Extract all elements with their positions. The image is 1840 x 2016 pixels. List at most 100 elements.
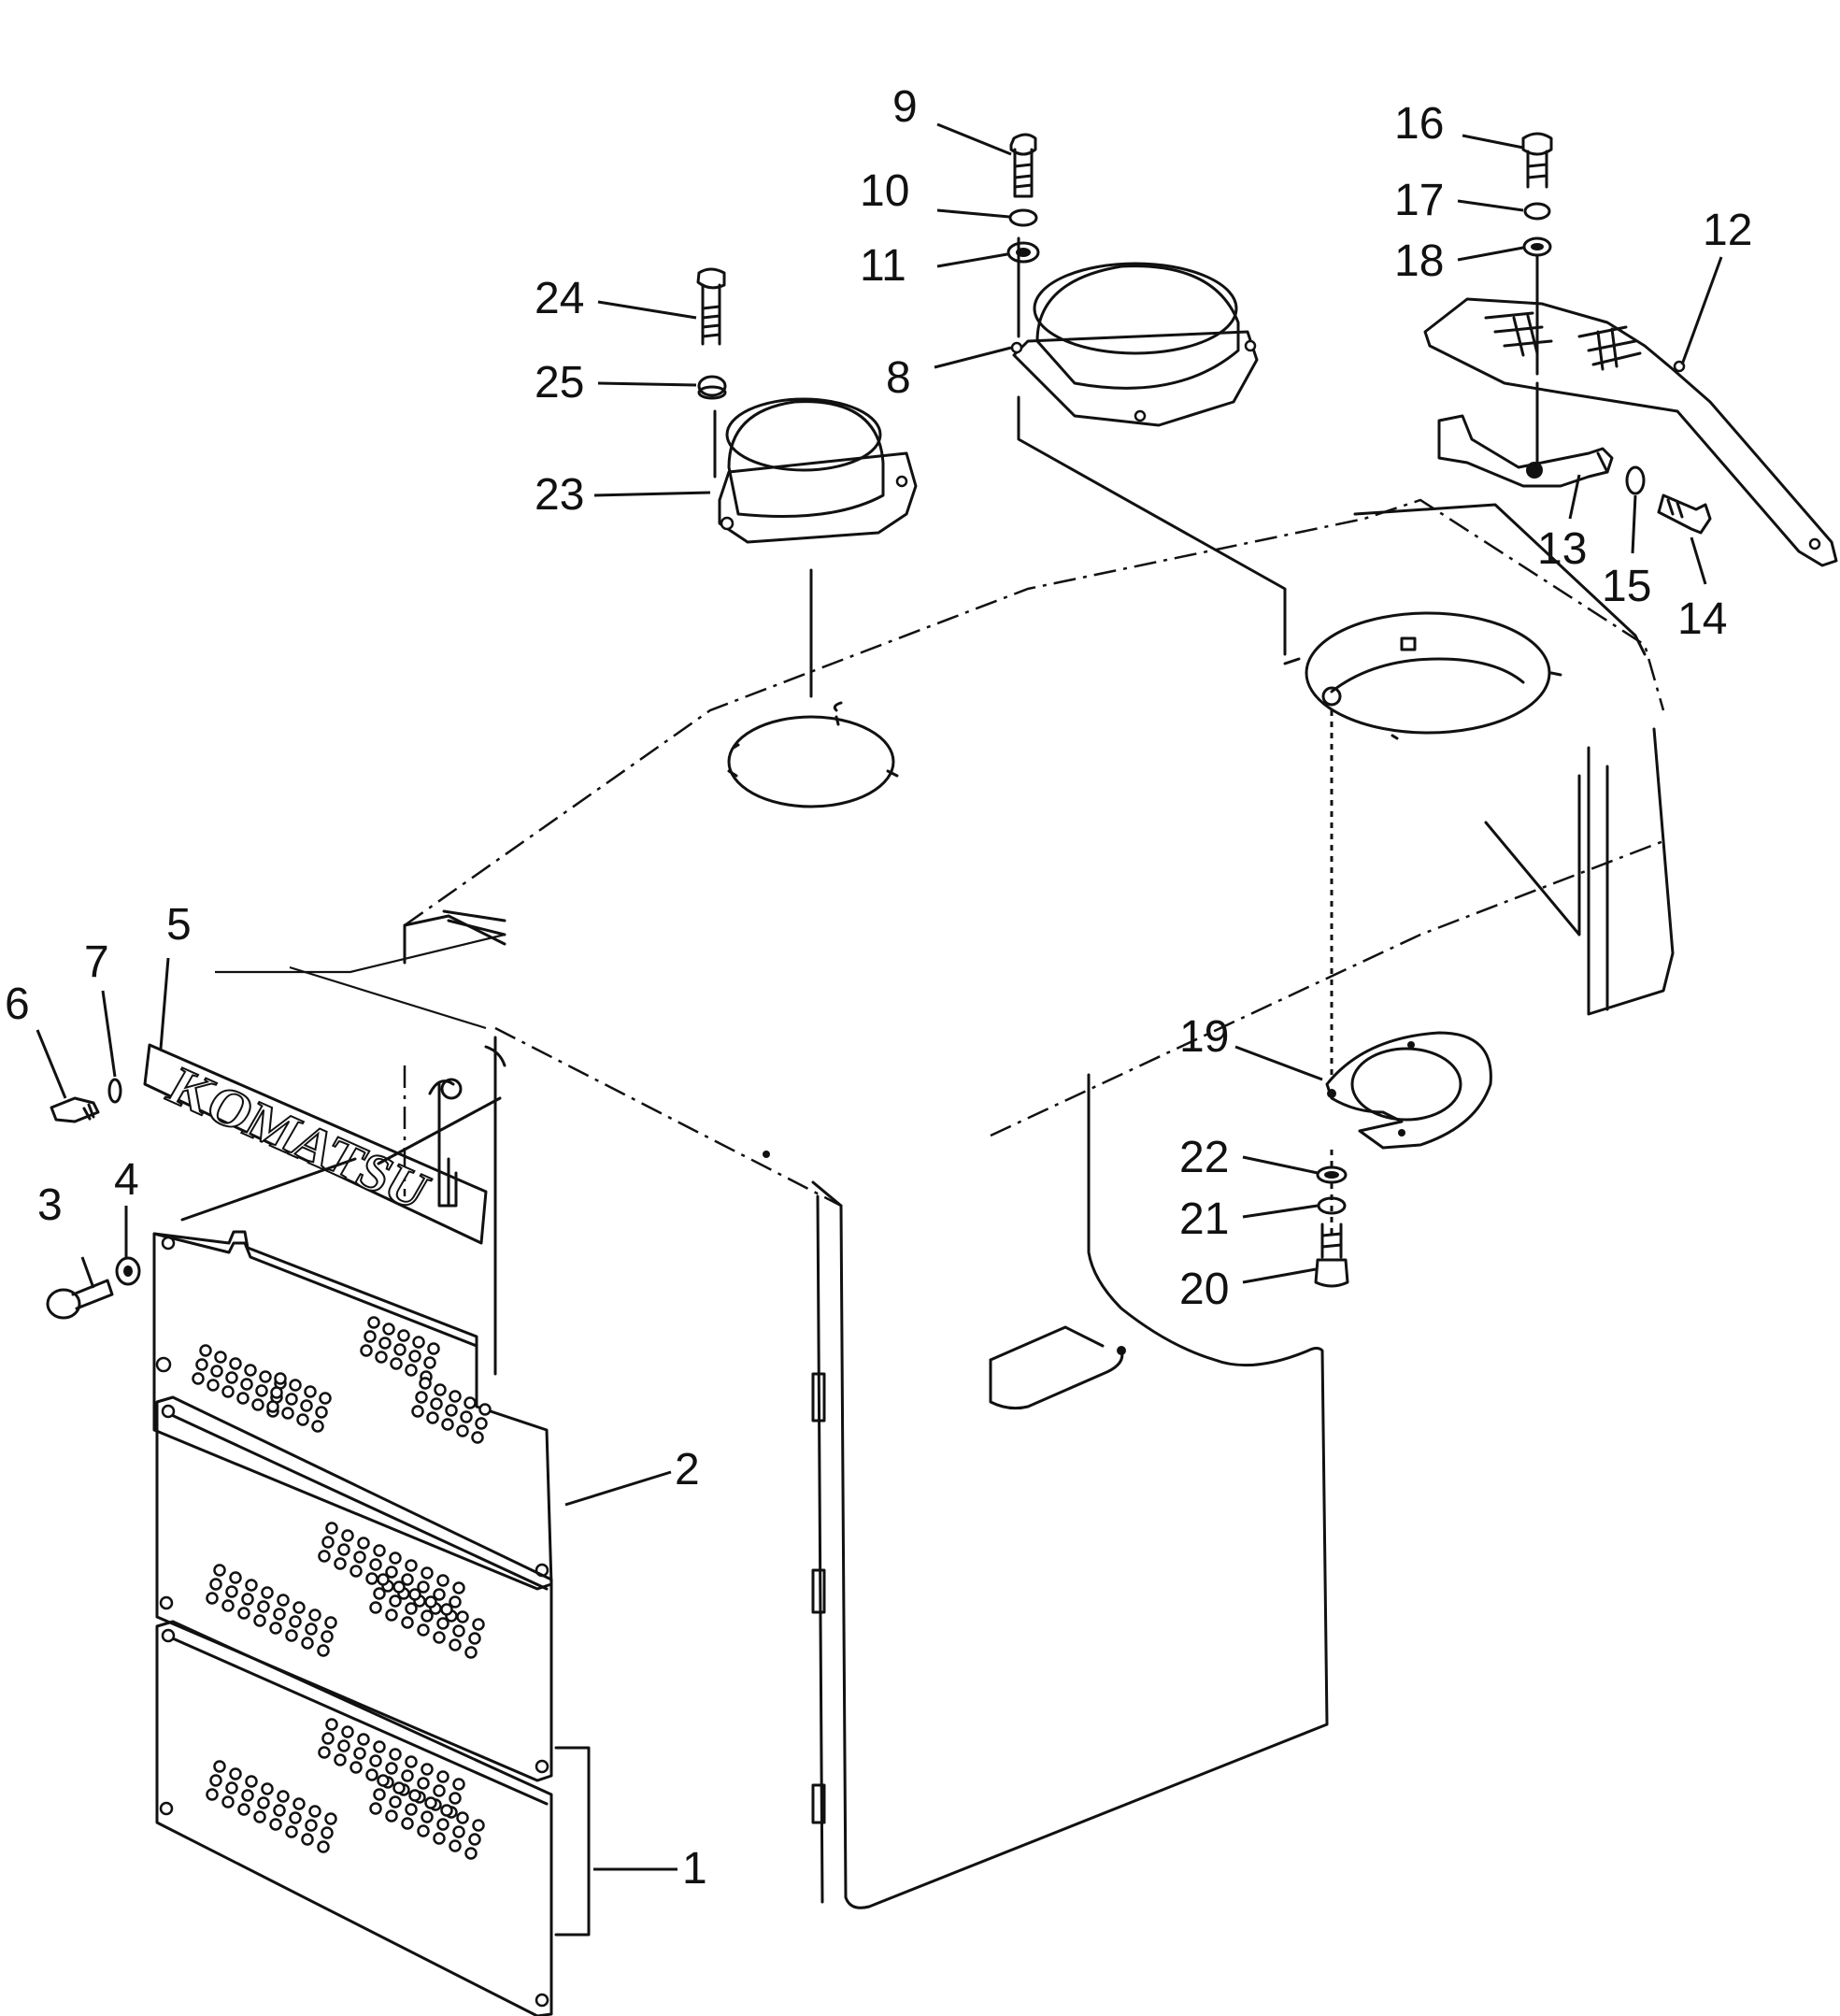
grill-hole <box>472 1819 485 1832</box>
grill-hole <box>315 1406 328 1419</box>
grill-hole <box>392 1580 406 1594</box>
grill-hole <box>369 1601 382 1614</box>
grill-hole <box>421 1566 434 1580</box>
bracket-12 <box>1423 297 1838 567</box>
bolt-20 <box>1314 1222 1349 1288</box>
grill-hole <box>452 1624 465 1637</box>
grill-hole <box>423 1356 436 1369</box>
washer-7 <box>107 1078 122 1104</box>
grill-hole <box>393 1343 407 1356</box>
grill-hole <box>468 1632 481 1645</box>
grill-hole <box>285 1393 298 1406</box>
grill-hole <box>433 1832 446 1845</box>
grill-hole <box>405 1364 418 1377</box>
callout-5: 5 <box>166 900 192 950</box>
grill-hole <box>241 1593 254 1606</box>
grill-hole <box>460 1410 473 1423</box>
grill-hole <box>478 1403 492 1416</box>
grill-hole <box>419 1377 432 1390</box>
grill-hole <box>449 1390 462 1403</box>
callout-2: 2 <box>675 1445 700 1494</box>
callout-3: 3 <box>37 1180 63 1230</box>
grill-hole <box>304 1385 317 1398</box>
grill-hole <box>214 1351 227 1364</box>
grill-hole <box>259 1370 272 1383</box>
grill-hole <box>405 1559 418 1572</box>
callout-14: 14 <box>1677 594 1727 644</box>
washer-4 <box>115 1256 141 1286</box>
washer-25 <box>697 375 727 400</box>
grill-hole <box>464 1847 478 1860</box>
grill-hole <box>373 1587 386 1600</box>
grill-hole <box>253 1810 266 1823</box>
grill-hole <box>449 1638 462 1651</box>
grill-hole <box>289 1811 302 1824</box>
grill-hole <box>273 1608 286 1621</box>
grill-hole <box>221 1795 235 1809</box>
grill-hole <box>365 1572 378 1585</box>
grill-hole <box>253 1614 266 1627</box>
grill-hole <box>375 1351 388 1364</box>
grill-hole <box>389 1748 402 1761</box>
grill-hole <box>385 1809 398 1823</box>
grill-hole <box>389 1795 402 1809</box>
grill-hole <box>274 1372 287 1385</box>
grill-hole <box>261 1782 274 1795</box>
grill-hole <box>341 1725 354 1738</box>
grill-hole <box>452 1581 465 1594</box>
grill-hole <box>353 1551 366 1564</box>
grill-hole <box>324 1616 337 1629</box>
grill-hole <box>285 1629 298 1642</box>
callout-18: 18 <box>1394 236 1444 286</box>
callout-15: 15 <box>1602 562 1651 611</box>
grill-hole <box>436 1617 449 1630</box>
grill-hole <box>401 1616 414 1629</box>
washer-17 <box>1523 202 1551 221</box>
grill-hole <box>421 1763 434 1776</box>
grill-hole <box>240 1378 253 1391</box>
grill-hole <box>308 1805 321 1818</box>
grill-hole <box>417 1777 430 1790</box>
grill-hole <box>405 1803 418 1816</box>
grill-hole <box>317 1840 330 1853</box>
grill-panel-upper <box>152 1230 553 1591</box>
washer-15 <box>1625 465 1646 495</box>
bolt-3 <box>46 1279 114 1320</box>
grill-hole <box>436 1770 449 1783</box>
grill-hole <box>378 1337 392 1350</box>
grill-hole <box>334 1753 347 1766</box>
grill-hole <box>192 1372 205 1385</box>
grill-hole <box>225 1781 238 1794</box>
grill-hole <box>421 1609 434 1623</box>
grill-hole <box>292 1601 306 1614</box>
grill-hole <box>270 1386 283 1399</box>
grill-hole <box>411 1405 424 1418</box>
grill-hole <box>427 1342 440 1355</box>
grill-hole <box>251 1398 264 1411</box>
callout-17: 17 <box>1394 176 1444 225</box>
grill-hole <box>401 1817 414 1830</box>
grill-hole <box>389 1551 402 1565</box>
grill-hole <box>221 1385 235 1398</box>
grill-hole <box>357 1733 370 1746</box>
grill-hole <box>382 1323 395 1336</box>
grill-hole <box>377 1774 390 1787</box>
grill-hole <box>452 1825 465 1838</box>
grill-hole <box>475 1417 488 1430</box>
grill-hole <box>441 1418 454 1431</box>
bolt-6 <box>50 1096 100 1123</box>
grill-hole <box>337 1739 350 1752</box>
grill-hole <box>360 1344 373 1357</box>
grill-hole <box>273 1804 286 1817</box>
grill-hole <box>301 1637 314 1650</box>
callout-6: 6 <box>5 979 30 1029</box>
grill-hole <box>308 1609 321 1622</box>
grill-hole <box>440 1804 453 1817</box>
grill-hole <box>199 1344 212 1357</box>
callout-25: 25 <box>535 358 584 407</box>
washer-18 <box>1522 236 1552 257</box>
callout-12: 12 <box>1703 206 1752 255</box>
grill-hole <box>373 1740 386 1753</box>
